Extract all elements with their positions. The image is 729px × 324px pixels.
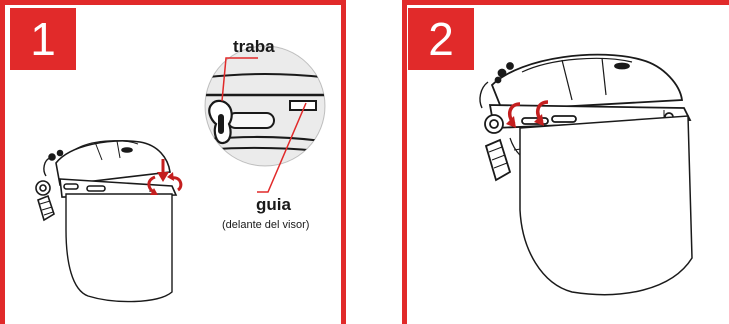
step-2-panel: 2 xyxy=(402,0,729,324)
rotate-arrows xyxy=(506,100,549,128)
step-2-number-badge: 2 xyxy=(408,8,474,70)
step-1-number-badge: 1 xyxy=(10,8,76,70)
step-2-frame xyxy=(402,0,729,324)
lock-detail-zoom xyxy=(204,45,326,167)
step-1-frame xyxy=(0,0,346,324)
step-2-illustration xyxy=(479,53,693,296)
lock-callout-line xyxy=(221,57,258,102)
face-shield-drawing xyxy=(35,140,178,303)
guide-label: guia xyxy=(256,195,291,214)
press-arrows xyxy=(147,159,183,195)
step-1-illustration xyxy=(35,45,326,303)
lock-label: traba xyxy=(233,37,275,56)
guide-callout-line xyxy=(257,102,307,193)
face-shield-drawing xyxy=(479,53,693,296)
step-1-panel: 1 xyxy=(0,0,346,324)
guide-sublabel: (delante del visor) xyxy=(222,219,310,231)
